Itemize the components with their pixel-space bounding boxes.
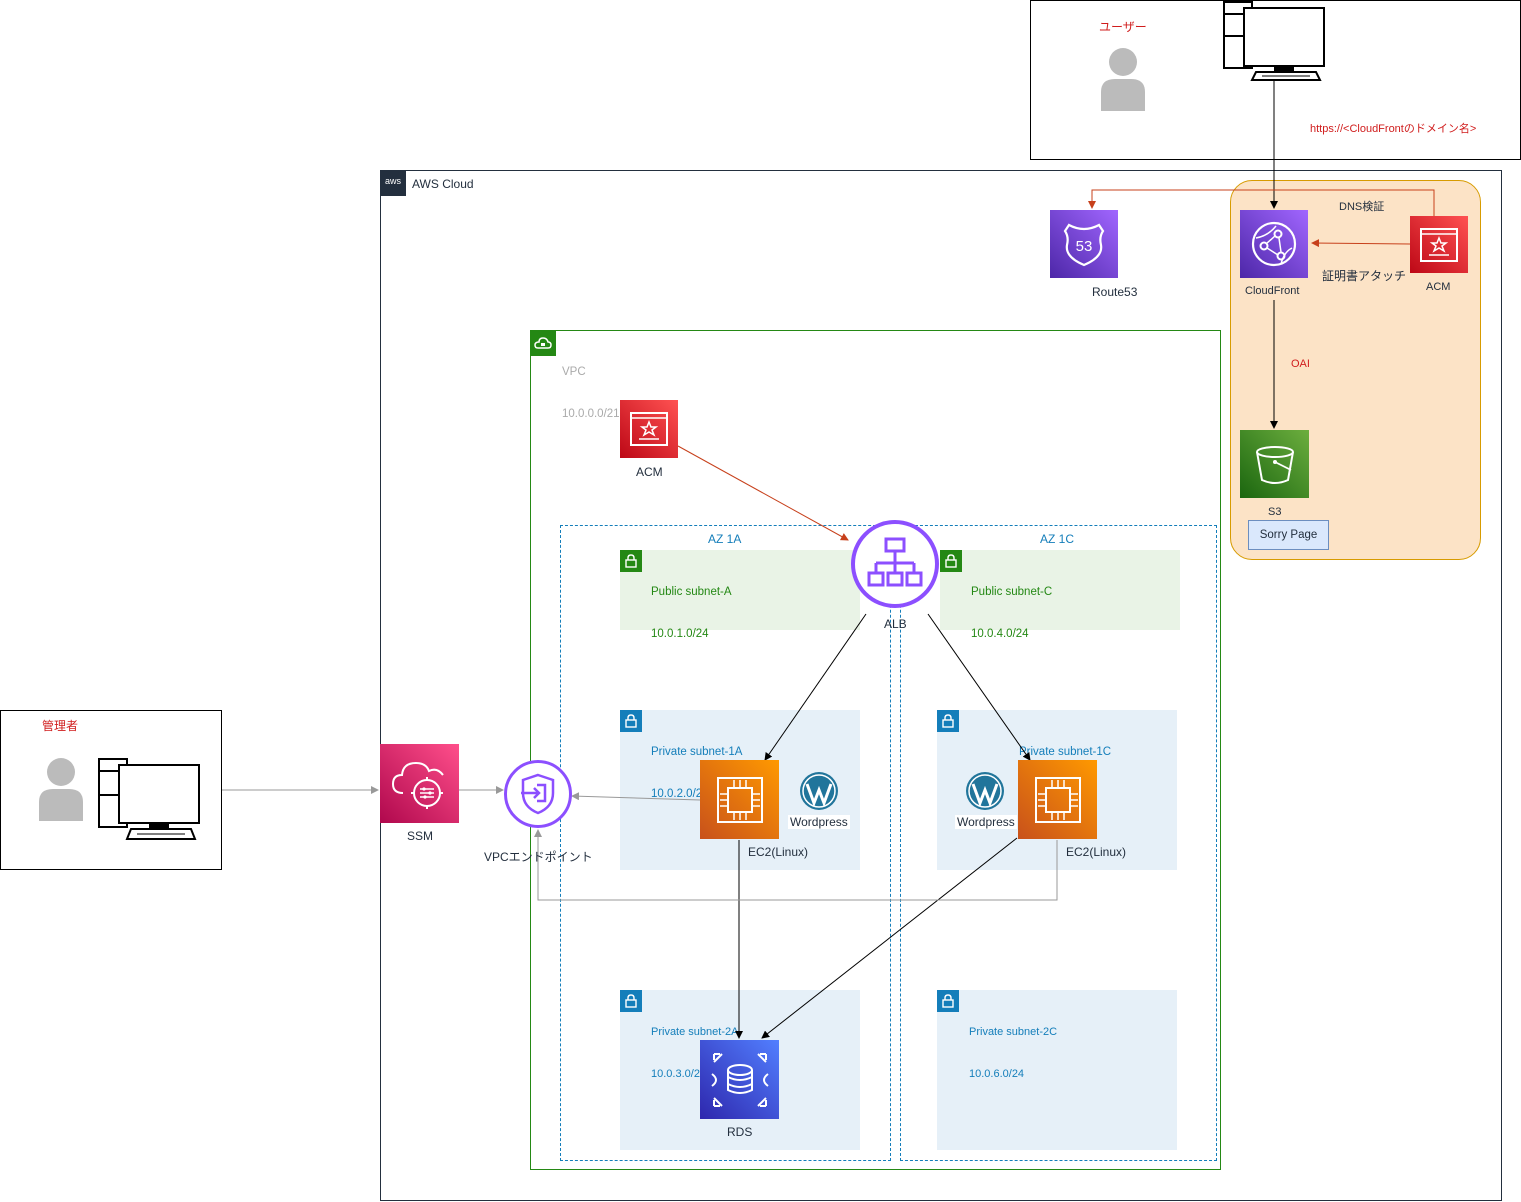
aws-cloud-group xyxy=(380,170,1502,1201)
ec2c-to-rds-line xyxy=(761,837,1018,1039)
acm-to-route53-line xyxy=(1088,189,1435,216)
route53-label: Route53 xyxy=(1092,285,1138,299)
vpc-acm-icon[interactable] xyxy=(620,400,678,458)
vpc-acm-label: ACM xyxy=(636,465,663,479)
ec2a-to-endpoint-line xyxy=(571,792,701,801)
ssm-icon[interactable] xyxy=(380,744,459,823)
alb-to-ec2c-line xyxy=(927,613,1031,761)
public-subnet-a-lock-icon xyxy=(620,550,642,572)
private-subnet-1a-label: Private subnet-1A 10.0.2.0/24 xyxy=(651,746,743,800)
private-subnet-2a-lock-icon xyxy=(620,990,642,1012)
oai-label: OAI xyxy=(1291,358,1310,370)
admin-person-icon xyxy=(39,758,83,821)
az-1c-label: AZ 1C xyxy=(1040,532,1075,546)
ec2-a-label: EC2(Linux) xyxy=(748,845,809,859)
s3-icon[interactable] xyxy=(1240,430,1309,498)
az-1a-group xyxy=(560,525,891,1161)
wordpress-c-icon xyxy=(965,771,1005,811)
private-subnet-2c xyxy=(937,990,1177,1150)
edge-acm-label: ACM xyxy=(1426,281,1451,293)
admin-title: 管理者 xyxy=(42,719,79,733)
public-subnet-c-label: Public subnet-C 10.0.4.0/24 xyxy=(971,586,1053,640)
vpc-group xyxy=(530,330,1221,1170)
aws-logo-icon: aws xyxy=(380,170,406,196)
private-subnet-1a-lock-icon xyxy=(620,710,642,732)
cert-attach-label: 証明書アタッチ xyxy=(1322,269,1407,283)
vpc-acm-to-alb-line xyxy=(677,445,849,541)
private-subnet-2c-lock-icon xyxy=(937,990,959,1012)
public-subnet-c xyxy=(940,550,1180,630)
s3-label: S3 xyxy=(1268,506,1282,518)
svg-text:53: 53 xyxy=(1076,238,1093,255)
ec2c-to-endpoint-line xyxy=(534,829,1058,901)
alb-label: ALB xyxy=(884,617,907,631)
ec2-a-icon[interactable] xyxy=(700,760,779,839)
sorry-page-label: Sorry Page xyxy=(1259,529,1318,541)
cloudfront-url-label: https://<CloudFrontのドメイン名> xyxy=(1310,123,1477,135)
edge-acm-icon[interactable] xyxy=(1410,216,1468,273)
wordpress-c-label: Wordpress xyxy=(955,815,1017,829)
user-person-icon xyxy=(1101,48,1145,111)
az-1c-group xyxy=(900,525,1217,1161)
private-subnet-1c-lock-icon xyxy=(937,710,959,732)
public-subnet-c-lock-icon xyxy=(940,550,962,572)
vpc-endpoint-icon[interactable] xyxy=(504,760,572,828)
dns-validation-label: DNS検証 xyxy=(1339,201,1385,213)
route53-icon[interactable]: 53 xyxy=(1050,210,1118,278)
rds-label: RDS xyxy=(727,1125,753,1139)
sorry-page-badge: Sorry Page xyxy=(1248,520,1329,550)
vpc-label: VPC 10.0.0.0/21 xyxy=(562,366,620,420)
private-subnet-2a-label: Private subnet-2A 10.0.3.0/24 xyxy=(651,1026,739,1080)
wordpress-a-icon xyxy=(799,771,839,811)
vpc-endpoint-label: VPCエンドポイント xyxy=(484,850,593,864)
public-subnet-a xyxy=(620,550,860,630)
alb-icon[interactable] xyxy=(851,520,939,608)
alb-to-ec2a-line xyxy=(764,613,867,761)
wordpress-a-label: Wordpress xyxy=(788,815,850,829)
aws-cloud-label: AWS Cloud xyxy=(412,177,474,191)
cloudfront-label: CloudFront xyxy=(1245,285,1300,297)
rds-icon[interactable] xyxy=(700,1040,779,1119)
user-title: ユーザー xyxy=(1099,20,1147,34)
vpc-cloud-icon xyxy=(530,330,556,356)
az-1a-label: AZ 1A xyxy=(708,532,742,546)
ec2-c-label: EC2(Linux) xyxy=(1066,845,1127,859)
acm-to-cloudfront-line xyxy=(1311,239,1411,248)
cloudfront-icon[interactable] xyxy=(1240,210,1308,278)
public-subnet-a-label: Public subnet-A 10.0.1.0/24 xyxy=(651,586,732,640)
private-subnet-2c-label: Private subnet-2C 10.0.6.0/24 xyxy=(969,1026,1058,1080)
admin-computer-icon xyxy=(98,758,200,840)
ec2-c-icon[interactable] xyxy=(1018,760,1097,839)
ssm-label: SSM xyxy=(407,829,434,843)
user-computer-icon xyxy=(1223,1,1325,81)
